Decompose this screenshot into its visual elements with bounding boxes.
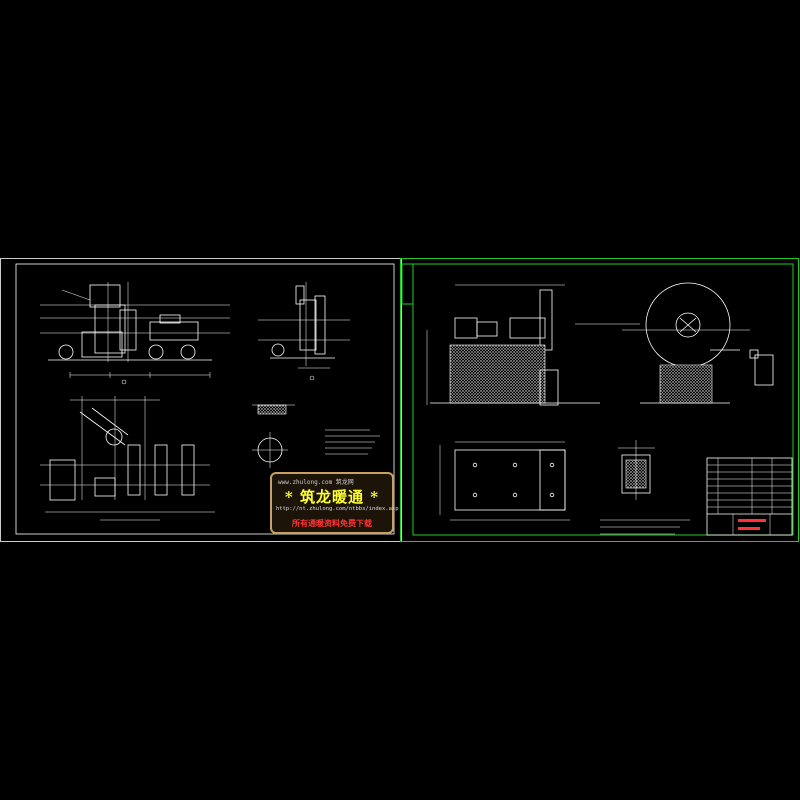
right-foundation-plan bbox=[439, 441, 570, 521]
right-sheet-outer-frame bbox=[400, 258, 799, 542]
right-anchor-detail bbox=[618, 440, 655, 500]
zhulong-watermark-banner: www.zhulong.com 筑龙网 * 筑龙暖通 * http://nt.z… bbox=[270, 472, 399, 534]
right-binding-strip bbox=[401, 263, 414, 305]
watermark-url-top: www.zhulong.com 筑龙网 bbox=[278, 479, 354, 486]
left-sheet-outer-frame bbox=[0, 258, 402, 542]
watermark-url-bottom: http://nt.zhulong.com/ntbbs/index.asp bbox=[276, 506, 399, 512]
left-elevation-view bbox=[40, 282, 230, 385]
right-sheet bbox=[400, 258, 799, 542]
right-side-elevation bbox=[622, 282, 774, 404]
left-sheet bbox=[0, 258, 402, 542]
left-detail-views bbox=[252, 404, 380, 468]
right-title-block bbox=[706, 457, 793, 536]
left-sheet-inner-frame bbox=[15, 263, 395, 535]
left-side-view bbox=[258, 282, 350, 381]
right-sheet-inner-frame bbox=[412, 263, 794, 536]
watermark-tagline: 所有通暖资料免费下载 bbox=[292, 519, 372, 528]
right-notes bbox=[600, 519, 690, 535]
left-plan-view bbox=[40, 396, 215, 521]
watermark-title: * 筑龙暖通 * bbox=[284, 488, 380, 506]
right-front-elevation bbox=[426, 284, 640, 406]
